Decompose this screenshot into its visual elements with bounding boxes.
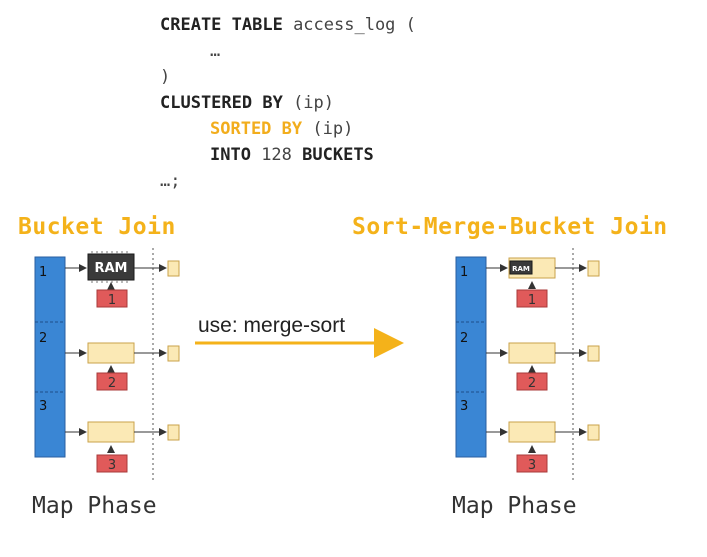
- code-line-1: CREATE TABLE access_log (: [160, 12, 416, 38]
- other-table-bucket: [516, 454, 548, 473]
- code-keyword: BUCKETS: [302, 145, 374, 165]
- output-box: [587, 345, 600, 362]
- other-table-bucket: [96, 372, 128, 391]
- bucket-label: 1: [460, 265, 468, 280]
- ram-label: RAM: [512, 265, 530, 273]
- code-keyword: INTO: [210, 145, 251, 165]
- output-box: [587, 424, 600, 441]
- output-box: [167, 424, 180, 441]
- right-diagram: 1 2 3 RAM 1 2 3: [455, 248, 600, 480]
- bucket-label: 3: [39, 399, 47, 414]
- output-box: [167, 260, 180, 277]
- code-keyword: CREATE TABLE: [160, 15, 283, 35]
- other-table-bucket: [516, 372, 548, 391]
- code-line-2: …: [160, 38, 416, 64]
- code-line-4: CLUSTERED BY (ip): [160, 90, 416, 116]
- map-task-box: [508, 342, 556, 364]
- map-task-box: [87, 342, 135, 364]
- bucket-label: 3: [460, 399, 468, 414]
- other-table-bucket: [516, 289, 548, 308]
- ram-chip-icon: RAM: [87, 251, 135, 283]
- code-line-6: INTO 128 BUCKETS: [160, 142, 416, 168]
- map-task-box: [87, 421, 135, 443]
- other-bucket-label: 1: [528, 293, 536, 308]
- other-bucket-label: 3: [108, 458, 116, 473]
- sql-code-block: CREATE TABLE access_log ( … ) CLUSTERED …: [160, 12, 416, 194]
- left-diagram: 1 2 3 RAM 1 2: [34, 248, 180, 480]
- other-table-bucket: [96, 289, 128, 308]
- bucket-column: [455, 256, 487, 458]
- code-text: ): [160, 67, 171, 87]
- output-box: [587, 260, 600, 277]
- code-line-7: …;: [160, 168, 416, 194]
- right-map-phase-label: Map Phase: [452, 493, 577, 519]
- code-text: (ip): [302, 119, 354, 139]
- code-keyword-highlight: SORTED BY: [210, 119, 303, 139]
- merge-sort-arrow-label: use: merge-sort: [198, 314, 346, 337]
- bucket-label: 1: [39, 265, 47, 280]
- code-ellipsis: …: [210, 41, 221, 61]
- ram-label: RAM: [94, 261, 127, 276]
- code-text: (ip): [282, 93, 335, 113]
- code-number: 128: [250, 145, 303, 165]
- other-bucket-label: 3: [528, 458, 536, 473]
- output-box: [167, 345, 180, 362]
- code-keyword: CLUSTERED BY: [160, 93, 283, 113]
- other-bucket-label: 2: [528, 376, 536, 391]
- code-line-3: ): [160, 64, 416, 90]
- bucket-label: 2: [460, 331, 468, 346]
- other-bucket-label: 2: [108, 376, 116, 391]
- bucket-column: [34, 256, 66, 458]
- left-map-phase-label: Map Phase: [32, 493, 157, 519]
- code-text: access_log (: [282, 15, 416, 35]
- code-line-5: SORTED BY (ip): [160, 116, 416, 142]
- smb-join-title: Sort-Merge-Bucket Join: [352, 214, 668, 240]
- bucket-label: 2: [39, 331, 47, 346]
- bucket-join-title: Bucket Join: [18, 214, 176, 240]
- other-bucket-label: 1: [108, 293, 116, 308]
- ram-chip-icon: RAM: [509, 260, 533, 275]
- code-ellipsis: …;: [160, 171, 181, 191]
- other-table-bucket: [96, 454, 128, 473]
- map-task-box: [508, 421, 556, 443]
